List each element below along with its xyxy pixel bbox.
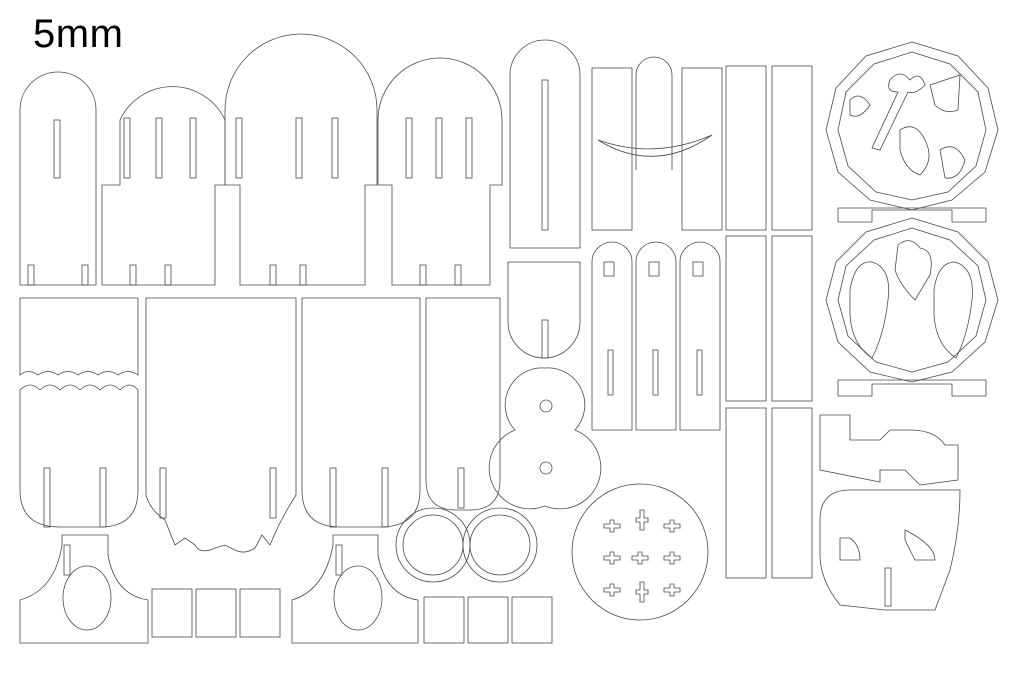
- arch-bracket-left: [19, 534, 149, 644]
- rounded-strip-1: [591, 241, 633, 431]
- medallion-bottom: [819, 414, 961, 611]
- rounded-strip-2: [635, 241, 677, 431]
- arched-panel-2: [101, 86, 226, 286]
- crescent-strip-set: [591, 56, 723, 231]
- cross-slot-disc: [571, 483, 709, 621]
- arched-panel-small: [509, 39, 581, 249]
- arch-bracket-right: [291, 534, 419, 644]
- double-ring-plate: [395, 507, 538, 583]
- rounded-strip-3: [679, 241, 721, 431]
- medallion-middle: [825, 217, 999, 397]
- arched-panel-3: [224, 33, 378, 286]
- narrow-strips-top: [725, 65, 813, 231]
- narrow-strips-middle: [725, 235, 813, 579]
- half-round-plate: [507, 261, 581, 359]
- square-tiles-right: [423, 596, 553, 644]
- claw-panel-left: [145, 297, 297, 553]
- arched-panel-1: [19, 71, 97, 286]
- wavy-panel-left: [19, 297, 139, 528]
- medallion-top: [825, 41, 999, 223]
- tall-panel-right: [425, 297, 501, 511]
- figure-eight-plate-vertical: [488, 367, 602, 510]
- material-thickness-label: 5mm: [33, 12, 124, 56]
- arched-panel-4: [377, 57, 503, 286]
- square-tiles-left: [151, 588, 281, 638]
- tall-panel-middle: [301, 297, 421, 528]
